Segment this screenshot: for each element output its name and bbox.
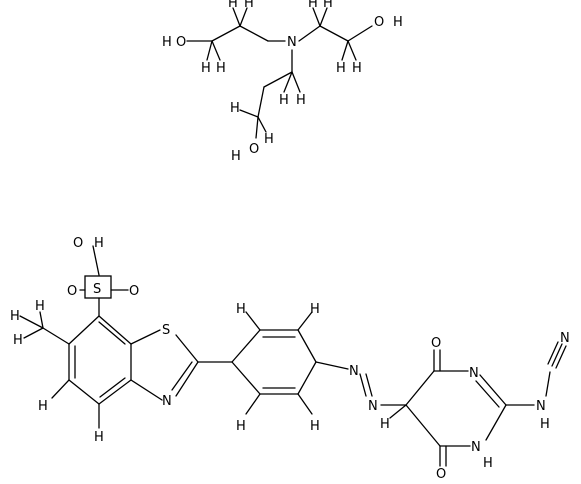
triethanolamine: H O N O H H O H H H H H H H H H H H H — [162, 0, 403, 164]
atom-h-tea-1: H — [201, 61, 211, 76]
atom-n-amine: N — [287, 35, 297, 50]
atom-o-so3h: O — [73, 236, 83, 251]
atom-o-oh2: O — [374, 15, 384, 30]
azo-dye: H O O S O H H H S N H H H H H H N N O O … — [10, 236, 570, 482]
atom-h-ph-1: H — [236, 302, 246, 317]
atom-s-sulfonyl: S — [93, 282, 101, 297]
atom-o-ho3: O — [249, 142, 259, 157]
atom-h-tea-8: H — [352, 61, 362, 76]
atom-h-ph-2: H — [310, 302, 320, 317]
atom-h-tea-12: H — [264, 132, 274, 147]
atom-h-tea-2: H — [216, 61, 226, 76]
atom-o-pyr-bottom: O — [436, 467, 446, 482]
atom-n-cyano: N — [536, 399, 546, 414]
atom-h-methyl-2: H — [13, 333, 23, 348]
atom-h-ph-4: H — [310, 419, 320, 434]
atom-n-azo-1: N — [349, 364, 359, 379]
atom-o-right: O — [129, 284, 139, 299]
atom-h-methyl-1: H — [10, 309, 20, 324]
atom-h-pyr-nh: H — [483, 456, 493, 471]
atom-h-tea-5: H — [308, 0, 318, 11]
atom-n-pyr-bottom: N — [471, 440, 481, 455]
atom-h-tea-7: H — [336, 61, 346, 76]
atom-h-benz-2: H — [94, 430, 104, 445]
atom-o-ho1: O — [176, 35, 186, 50]
atom-h-oh2: H — [393, 15, 403, 30]
atom-o-left: O — [67, 284, 77, 299]
atom-n-pyr-top: N — [469, 366, 479, 381]
atom-h-ho1: H — [162, 35, 172, 50]
atom-h-ph-3: H — [236, 419, 246, 434]
atom-h-so3h: H — [94, 236, 104, 251]
atom-h-pyr-c5: H — [380, 417, 390, 432]
atom-h-tea-11: H — [230, 101, 240, 116]
atom-h-benz-1: H — [38, 399, 48, 414]
atom-h-cyano-nh: H — [540, 417, 550, 432]
atom-h-tea-3: H — [228, 0, 238, 11]
atom-n-azo-2: N — [368, 399, 378, 414]
atom-h-tea-6: H — [323, 0, 333, 11]
atom-h-tea-4: H — [244, 0, 254, 11]
atom-h-tea-10: H — [279, 93, 289, 108]
atom-h-tea-9: H — [296, 93, 306, 108]
atom-o-pyr-top: O — [431, 336, 441, 351]
atom-s-thiazole: S — [162, 323, 170, 338]
atom-n-nitrile: N — [560, 331, 570, 346]
atom-n-thiazole: N — [162, 394, 172, 409]
atom-h-ho3: H — [231, 149, 241, 164]
atom-h-methyl-3: H — [35, 299, 45, 314]
